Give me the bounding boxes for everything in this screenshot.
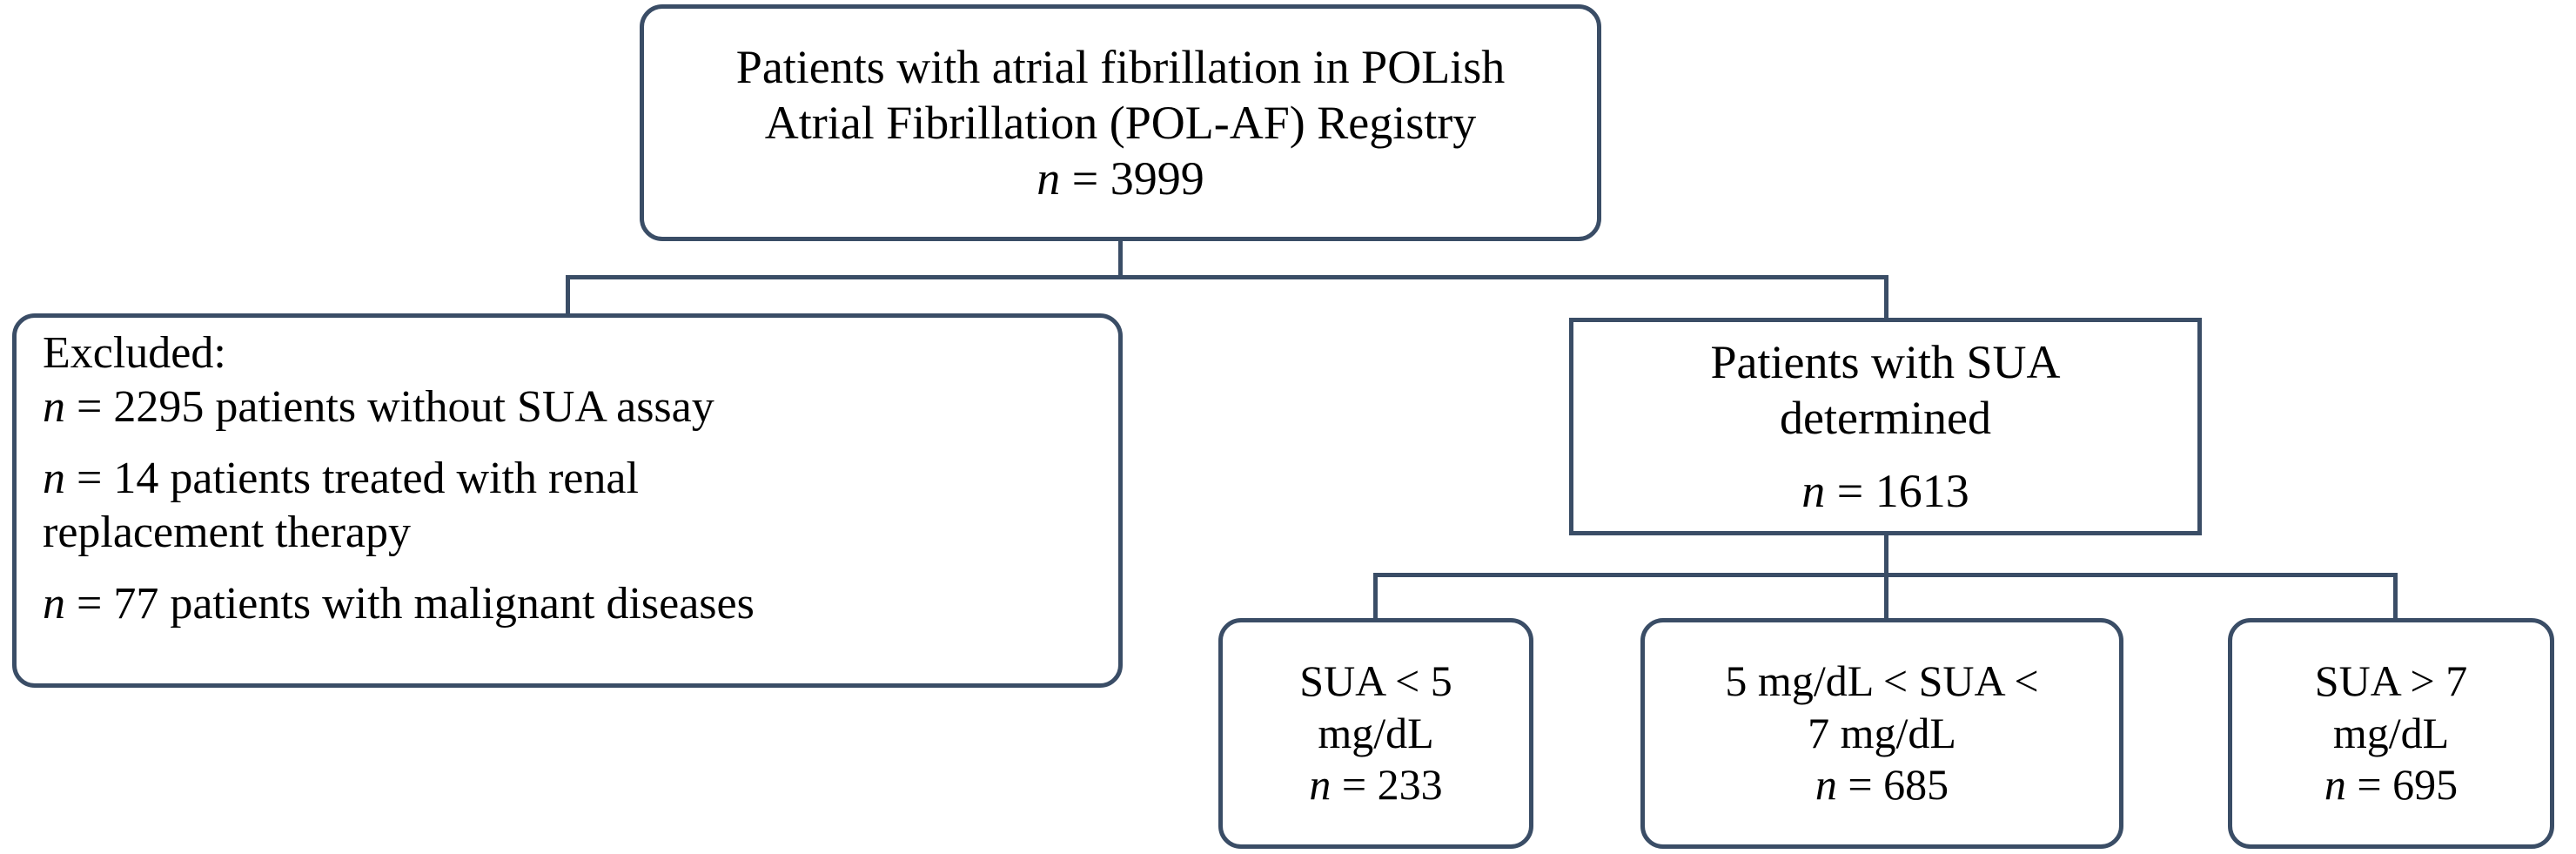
node-registry-line-1: Patients with atrial fibrillation in POL…: [735, 40, 1506, 93]
n-value: 77: [113, 578, 159, 629]
n-symbol: n: [43, 578, 65, 629]
n-symbol: n: [2324, 760, 2346, 810]
excluded-item-3-text: patients with malignant diseases: [158, 578, 755, 629]
node-sua-high-count: n = 695: [2241, 759, 2541, 811]
node-sua-high-line-1: SUA > 7: [2314, 656, 2468, 706]
spacer: [1584, 446, 2187, 463]
node-sua-low-line-2: mg/dL: [1318, 708, 1434, 757]
n-value: 3999: [1110, 152, 1204, 205]
node-sua-mid-count: n = 685: [1654, 759, 2110, 811]
node-sua-mid: 5 mg/dL < SUA < 7 mg/dL n = 685: [1640, 618, 2123, 849]
excluded-item-2-text: patients treated with renal: [158, 453, 639, 503]
node-sua-determined-count: n = 1613: [1584, 463, 2187, 519]
n-symbol: n: [1815, 760, 1837, 810]
node-registry-line-2: Atrial Fibrillation (POL-AF) Registry: [764, 96, 1477, 149]
node-excluded-heading: Excluded:: [43, 328, 226, 378]
connector-to-excluded: [566, 275, 570, 317]
excluded-item-2: n = 14 patients treated with renal repla…: [43, 452, 1118, 560]
n-equals: =: [65, 453, 114, 503]
node-sua-low-count: n = 233: [1231, 759, 1520, 811]
n-value: 685: [1883, 760, 1949, 810]
n-equals: =: [65, 381, 114, 432]
n-equals: =: [65, 578, 114, 629]
excluded-item-1: n = 2295 patients without SUA assay: [43, 380, 1118, 434]
node-excluded: Excluded: n = 2295 patients without SUA …: [12, 313, 1123, 688]
connector-root-stem: [1118, 239, 1123, 279]
connector-sua-stem: [1884, 534, 1888, 575]
n-symbol: n: [43, 381, 65, 432]
n-equals: =: [1331, 760, 1378, 810]
node-sua-determined-line-1: Patients with SUA: [1710, 335, 2061, 388]
excluded-item-2-line-2: replacement therapy: [43, 507, 411, 557]
n-equals: =: [1825, 465, 1875, 518]
connector-root-bus: [566, 275, 1888, 279]
excluded-item-1-text: patients without SUA assay: [204, 381, 714, 432]
node-sua-mid-line-2: 7 mg/dL: [1808, 708, 1956, 757]
node-sua-low: SUA < 5 mg/dL n = 233: [1218, 618, 1533, 849]
connector-to-sua-determined: [1884, 275, 1888, 321]
n-equals: =: [2345, 760, 2393, 810]
n-value: 1613: [1875, 465, 1969, 518]
n-value: 14: [113, 453, 159, 503]
node-registry-population: Patients with atrial fibrillation in POL…: [640, 4, 1601, 241]
node-sua-high: SUA > 7 mg/dL n = 695: [2228, 618, 2554, 849]
n-symbol: n: [43, 453, 65, 503]
n-equals: =: [1060, 152, 1110, 205]
connector-to-sua-mid: [1884, 573, 1888, 621]
n-value: 2295: [113, 381, 205, 432]
excluded-item-2-line-1: n = 14 patients treated with renal: [43, 452, 1118, 506]
node-sua-determined: Patients with SUA determined n = 1613: [1569, 318, 2202, 535]
node-sua-low-line-1: SUA < 5: [1299, 656, 1452, 706]
n-symbol: n: [1309, 760, 1332, 810]
node-registry-count: n = 3999: [660, 151, 1581, 206]
n-value: 695: [2392, 760, 2459, 810]
connector-to-sua-high: [2393, 573, 2398, 621]
n-value: 233: [1377, 760, 1443, 810]
node-sua-mid-line-1: 5 mg/dL < SUA <: [1725, 656, 2039, 706]
connector-to-sua-low: [1373, 573, 1378, 621]
excluded-item-3: n = 77 patients with malignant diseases: [43, 577, 1118, 631]
node-sua-high-line-2: mg/dL: [2332, 708, 2450, 757]
excluded-item-3-line-1: n = 77 patients with malignant diseases: [43, 577, 1118, 631]
node-sua-determined-line-2: determined: [1780, 391, 1991, 444]
n-equals: =: [1836, 760, 1884, 810]
n-symbol: n: [1036, 152, 1061, 205]
excluded-item-1-line-1: n = 2295 patients without SUA assay: [43, 380, 1118, 434]
n-symbol: n: [1801, 465, 1826, 518]
